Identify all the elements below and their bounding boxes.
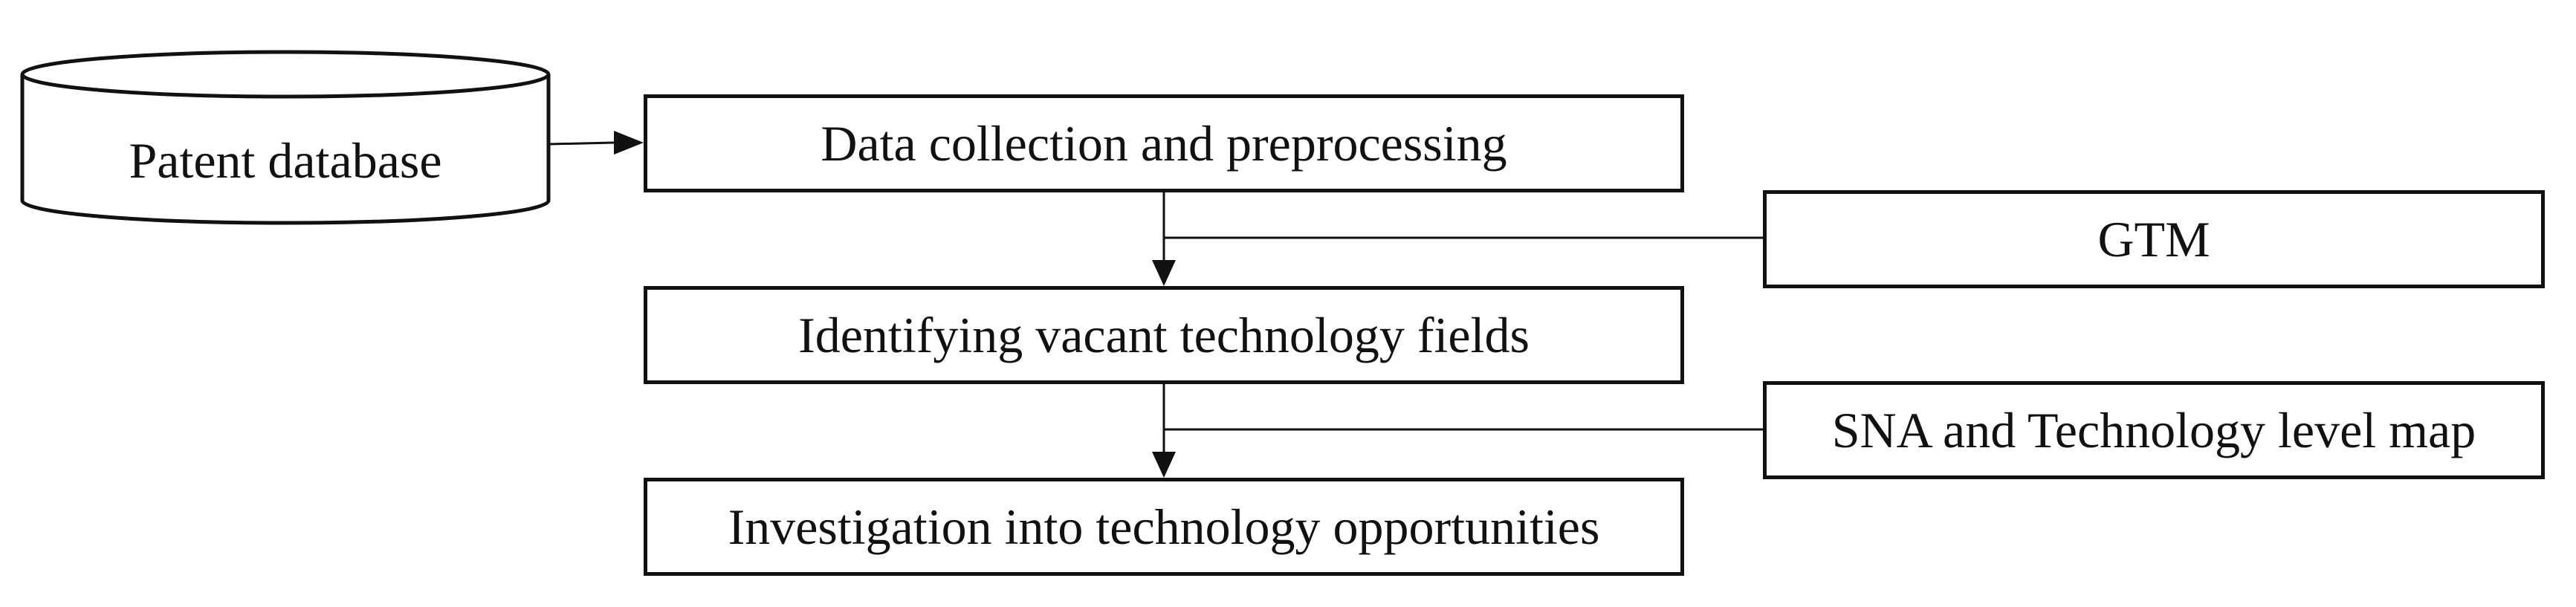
database-cylinder — [20, 50, 551, 225]
arrow-collection-to-identify — [1152, 192, 1176, 286]
method-gtm-label: GTM — [2097, 210, 2210, 267]
step-data-collection-label: Data collection and preprocessing — [821, 114, 1507, 172]
step-investigate-label: Investigation into technology opportunit… — [728, 498, 1600, 555]
method-gtm: GTM — [1763, 190, 2545, 288]
method-sna-label: SNA and Technology level map — [1831, 401, 2476, 458]
step-investigate-opportunities: Investigation into technology opportunit… — [644, 478, 1684, 576]
database-body — [20, 74, 551, 225]
step-identify-vacant-fields: Identifying vacant technology fields — [644, 286, 1684, 384]
step-data-collection: Data collection and preprocessing — [644, 94, 1684, 192]
step-identify-label: Identifying vacant technology fields — [798, 306, 1530, 363]
arrow-identify-to-investigate — [1152, 384, 1176, 478]
database-label: Patent database — [129, 132, 442, 189]
database-top — [20, 50, 551, 99]
arrow-database-to-collection — [548, 131, 644, 155]
method-sna-technology-map: SNA and Technology level map — [1763, 381, 2545, 479]
